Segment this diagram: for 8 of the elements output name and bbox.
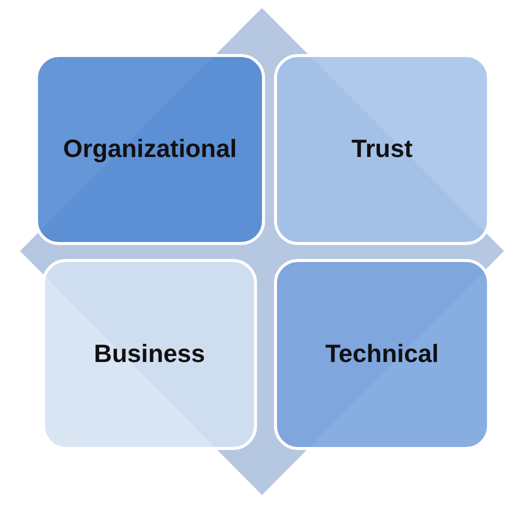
box-label: Trust (351, 135, 413, 164)
rounded-box (274, 54, 490, 245)
box-label: Business (94, 340, 206, 369)
rounded-box (274, 259, 490, 450)
rounded-box (42, 259, 257, 450)
box-label: Organizational (63, 135, 237, 164)
rounded-box (35, 54, 265, 245)
box-label: Technical (325, 340, 439, 369)
